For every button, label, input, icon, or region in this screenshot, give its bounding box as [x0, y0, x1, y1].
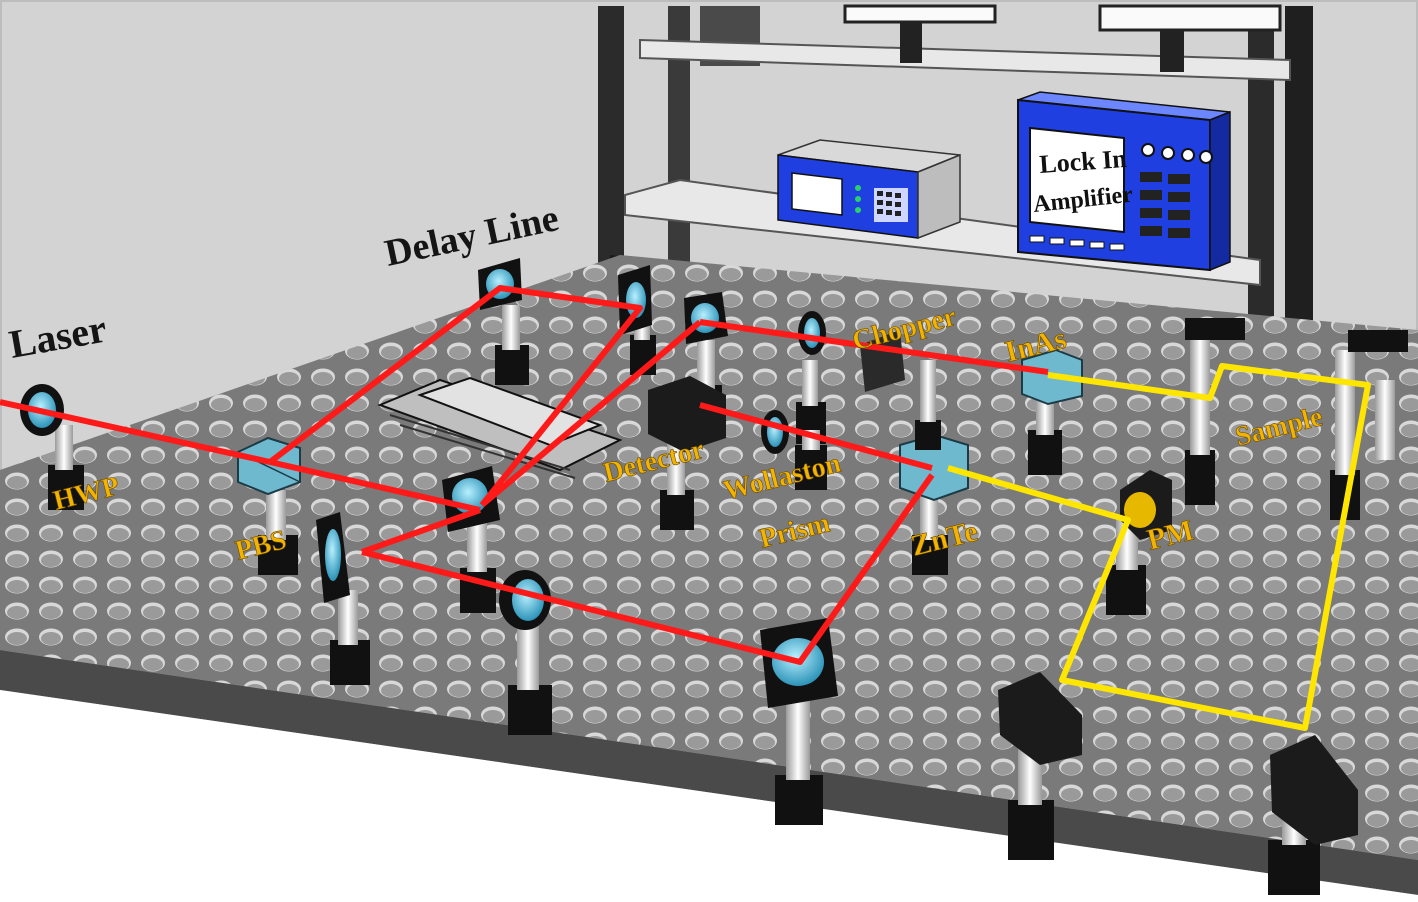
stage-slot-1	[389, 414, 571, 471]
hwp-mount	[20, 384, 84, 510]
lockin-side	[1209, 110, 1231, 272]
monitor-stand-left	[900, 18, 922, 63]
signal-instrument	[777, 139, 961, 240]
beam-detector	[699, 402, 933, 471]
thz-beam-path	[947, 363, 1371, 731]
rack-pillar-far	[1285, 6, 1313, 356]
instrument-side	[917, 153, 961, 240]
shelf-top	[639, 38, 1291, 82]
lockin-screen	[1029, 126, 1125, 234]
thz-beam-loop	[947, 363, 1371, 731]
beam-delay-loop	[268, 285, 643, 507]
beam-rack-link	[480, 319, 702, 508]
table-front-edge	[0, 650, 1418, 895]
znte-mount	[899, 433, 969, 575]
delay-line-stage	[377, 376, 623, 479]
instrument-indicator-leds	[855, 185, 861, 213]
lockin-screen-line1: Lock In	[1038, 144, 1128, 179]
instrument-screen	[791, 172, 843, 216]
front-parabolic-mirror-right	[1268, 735, 1358, 895]
probe-lens-middle	[499, 570, 552, 735]
beam-probe-entry	[360, 507, 482, 555]
monitor-stand-right	[1160, 24, 1184, 72]
lockin-amplifier: Lock In Amplifier	[1017, 91, 1231, 272]
rack-pillar-left	[598, 6, 624, 291]
pm-mount	[1106, 470, 1172, 615]
lockin-knobs	[1141, 143, 1213, 164]
chopper-mount	[860, 330, 941, 450]
monitor-left	[843, 4, 997, 24]
beam-pump	[269, 459, 481, 513]
detector-mount	[648, 376, 726, 530]
lockin-button-row	[1029, 235, 1125, 251]
probe-mirror-left	[316, 512, 370, 685]
beam-to-rack	[699, 319, 1049, 375]
beam-input	[0, 399, 271, 465]
laser-beam-path	[0, 285, 1049, 665]
instrument-keypad	[874, 188, 908, 222]
monitor-right	[1098, 4, 1282, 32]
beam-probe-loop	[361, 473, 935, 665]
lockin-keypad	[1140, 172, 1190, 238]
table-front-face	[0, 690, 1418, 902]
stage-carriage	[417, 376, 603, 447]
front-parabolic-mirror-left	[998, 672, 1082, 860]
stage-slot-2	[399, 424, 576, 479]
